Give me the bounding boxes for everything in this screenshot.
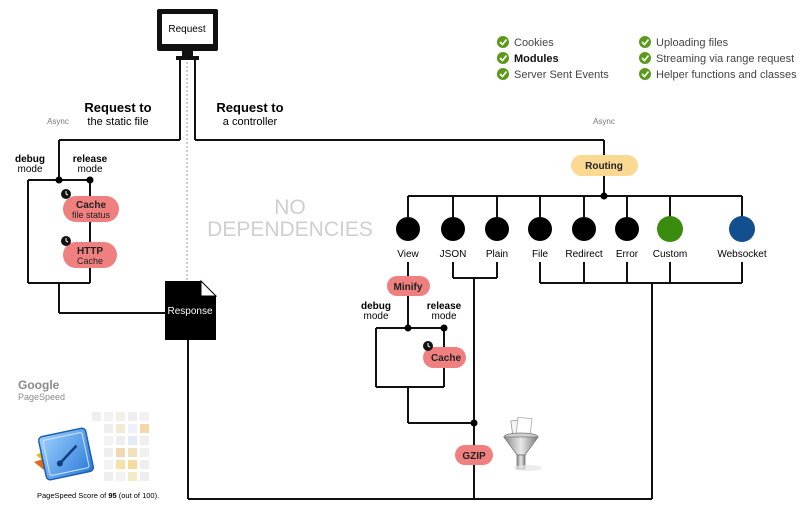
cache-pill-title: Cache: [76, 200, 106, 211]
score-prefix: PageSpeed Score of: [37, 491, 108, 500]
output-label-custom: Custom: [653, 249, 687, 260]
pagespeed-gauge-icon: [34, 427, 95, 481]
debug-label-left-1: debug: [15, 154, 45, 165]
feature-modules: Modules: [514, 53, 559, 65]
output-label-file: File: [532, 249, 549, 260]
feature-helpers: Helper functions and classes: [656, 69, 797, 81]
features-list: Cookies Modules Server Sent Events Uploa…: [497, 36, 797, 81]
release-label-view-2: mode: [431, 311, 456, 322]
http-pill-sub: Cache: [77, 256, 103, 266]
check-icon: [497, 36, 509, 48]
feature-upload: Uploading files: [656, 37, 729, 49]
debug-label-view-2: mode: [363, 311, 388, 322]
output-node-json: [441, 217, 465, 241]
feature-cookies: Cookies: [514, 37, 554, 49]
clock-icon: [61, 189, 71, 199]
release-label-left-1: release: [73, 154, 108, 165]
no-dependencies-line1: NO: [274, 196, 306, 219]
clock-icon: [423, 341, 433, 351]
output-node-view: [396, 217, 420, 241]
response-label: Response: [167, 306, 212, 317]
routing-pill: Routing: [571, 155, 638, 176]
junction-dots: [55, 176, 608, 427]
output-node-websocket: [729, 216, 755, 242]
view-cache-label: Cache: [431, 353, 461, 364]
cache-pill-sub: file status: [72, 210, 111, 220]
minify-pill: Minify: [387, 276, 430, 296]
debug-label-view-1: debug: [361, 301, 391, 312]
async-label-right: Async: [593, 117, 615, 126]
score-value: 95: [108, 491, 116, 500]
pagespeed-score: PageSpeed Score of 95 (out of 100).: [37, 491, 159, 500]
http-cache-pill: HTTP Cache: [63, 242, 117, 268]
release-label-view-1: release: [427, 301, 462, 312]
controller-heading-sub: a controller: [223, 116, 278, 128]
check-icon: [497, 68, 509, 80]
check-icon: [497, 52, 509, 64]
request-label: Request: [168, 24, 205, 35]
google-brand: Google: [18, 378, 60, 392]
clock-icon: [61, 236, 71, 246]
cache-file-status-pill: Cache file status: [63, 196, 119, 222]
response-document-icon: Response: [165, 279, 218, 340]
view-cache-pill: Cache: [423, 347, 466, 368]
output-node-file: [528, 217, 552, 241]
static-heading-sub: the static file: [87, 116, 148, 128]
output-labels: View JSON Plain File Redirect Error Cust…: [397, 249, 767, 260]
http-pill-title: HTTP: [77, 246, 103, 257]
output-nodes: [396, 216, 755, 242]
output-label-json: JSON: [440, 249, 467, 260]
gzip-label: GZIP: [462, 451, 486, 462]
release-label-left-2: mode: [77, 164, 102, 175]
output-node-redirect: [572, 217, 596, 241]
controller-heading-bold: Request to: [216, 100, 283, 115]
output-label-redirect: Redirect: [565, 249, 602, 260]
check-icon: [639, 52, 651, 64]
score-suffix: (out of 100).: [117, 491, 160, 500]
pagespeed-block: Google PageSpeed: [18, 378, 159, 500]
static-heading-bold: Request to: [84, 100, 151, 115]
routing-label: Routing: [585, 161, 623, 172]
output-label-view: View: [397, 249, 419, 260]
feature-sse: Server Sent Events: [514, 69, 609, 81]
output-node-plain: [485, 217, 509, 241]
output-label-plain: Plain: [486, 249, 508, 260]
output-node-custom: [657, 216, 683, 242]
funnel-icon: [503, 416, 542, 471]
no-dependencies-line2: DEPENDENCIES: [207, 218, 373, 241]
async-label-left: Async: [47, 117, 69, 126]
minify-label: Minify: [394, 282, 423, 293]
check-icon: [639, 68, 651, 80]
pagespeed-grid-background: [92, 412, 149, 481]
gzip-pill: GZIP: [455, 445, 493, 465]
check-icon: [639, 36, 651, 48]
output-label-websocket: Websocket: [717, 249, 767, 260]
connector-lines: [27, 60, 743, 500]
request-monitor-icon: Request: [157, 9, 218, 60]
output-node-error: [615, 217, 639, 241]
output-label-error: Error: [616, 249, 639, 260]
pagespeed-product: PageSpeed: [18, 392, 65, 402]
debug-label-left-2: mode: [17, 164, 42, 175]
feature-streaming: Streaming via range request: [656, 53, 794, 65]
